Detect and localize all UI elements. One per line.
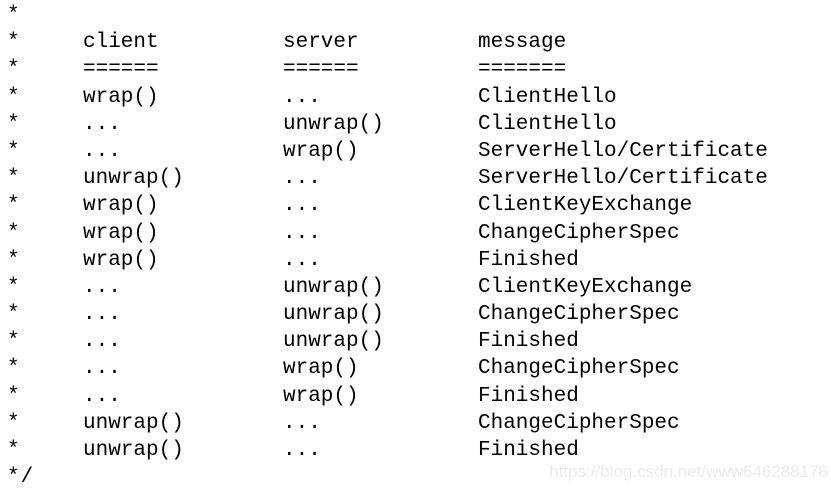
- column-header-message: message: [478, 31, 567, 55]
- client-cell: unwrap(): [83, 411, 184, 435]
- server-cell: wrap(): [283, 357, 359, 381]
- server-cell: wrap(): [283, 139, 359, 163]
- comment-asterisk: *: [7, 275, 20, 299]
- message-cell: Finished: [478, 330, 579, 354]
- comment-asterisk: *: [7, 357, 20, 381]
- client-cell: ...: [83, 303, 121, 327]
- client-cell: wrap(): [83, 85, 159, 109]
- comment-asterisk: *: [7, 194, 20, 218]
- comment-asterisk: *: [7, 411, 20, 435]
- server-cell: ...: [283, 221, 321, 245]
- table-rows: * wrap() ... ClientHello * ... unwrap() …: [7, 84, 768, 465]
- server-cell: wrap(): [283, 384, 359, 408]
- message-cell: ChangeCipherSpec: [478, 221, 680, 245]
- server-cell: ...: [283, 411, 321, 435]
- server-cell: ...: [283, 194, 321, 218]
- client-cell: wrap(): [83, 248, 159, 272]
- separator-message: =======: [478, 58, 567, 82]
- comment-asterisk: *: [7, 139, 20, 163]
- message-cell: Finished: [478, 384, 579, 408]
- client-cell: ...: [83, 330, 121, 354]
- client-cell: wrap(): [83, 194, 159, 218]
- table-row: * ... unwrap() ChangeCipherSpec: [7, 301, 768, 328]
- comment-asterisk: *: [7, 439, 20, 462]
- comment-end-delimiter: */: [7, 466, 35, 490]
- server-cell: ...: [283, 439, 321, 462]
- server-cell: unwrap(): [283, 112, 384, 136]
- client-cell: ...: [83, 112, 121, 136]
- comment-asterisk: *: [7, 58, 20, 82]
- table-separator-row: * ====== ====== =======: [7, 56, 768, 83]
- comment-line-blank: *: [7, 2, 768, 29]
- message-cell: ChangeCipherSpec: [478, 411, 680, 435]
- table-row: * ... wrap() ChangeCipherSpec: [7, 355, 768, 382]
- client-cell: wrap(): [83, 221, 159, 245]
- message-cell: Finished: [478, 248, 579, 272]
- table-row: * unwrap() ... Finished: [7, 437, 768, 464]
- table-row: * ... wrap() ServerHello/Certificate: [7, 138, 768, 165]
- comment-asterisk: *: [7, 85, 20, 109]
- comment-asterisk: *: [7, 221, 20, 245]
- table-row: * wrap() ... ClientHello: [7, 84, 768, 111]
- comment-asterisk: *: [7, 112, 20, 136]
- message-cell: ClientHello: [478, 85, 617, 109]
- server-cell: unwrap(): [283, 330, 384, 354]
- column-header-client: client: [83, 31, 159, 55]
- table-row: * ... unwrap() Finished: [7, 328, 768, 355]
- table-row: * wrap() ... ChangeCipherSpec: [7, 220, 768, 247]
- table-row: * wrap() ... ClientKeyExchange: [7, 192, 768, 219]
- table-row: * ... unwrap() ClientHello: [7, 111, 768, 138]
- message-cell: ChangeCipherSpec: [478, 303, 680, 327]
- client-cell: ...: [83, 384, 121, 408]
- comment-asterisk: *: [7, 384, 20, 408]
- separator-client: ======: [83, 58, 159, 82]
- comment-asterisk: *: [7, 248, 20, 272]
- client-cell: ...: [83, 357, 121, 381]
- message-cell: ServerHello/Certificate: [478, 139, 768, 163]
- client-cell: unwrap(): [83, 439, 184, 462]
- message-cell: ClientKeyExchange: [478, 275, 693, 299]
- server-cell: ...: [283, 85, 321, 109]
- message-cell: ChangeCipherSpec: [478, 357, 680, 381]
- message-cell: Finished: [478, 439, 579, 462]
- comment-asterisk: *: [7, 167, 20, 191]
- table-row: * wrap() ... Finished: [7, 247, 768, 274]
- message-cell: ServerHello/Certificate: [478, 167, 768, 191]
- server-cell: unwrap(): [283, 303, 384, 327]
- javadoc-comment-block: * * client server message * ====== =====…: [7, 2, 768, 491]
- table-row: * unwrap() ... ChangeCipherSpec: [7, 410, 768, 437]
- table-header-row: * client server message: [7, 29, 768, 56]
- client-cell: unwrap(): [83, 167, 184, 191]
- column-header-server: server: [283, 31, 359, 55]
- comment-asterisk: *: [7, 330, 20, 354]
- comment-asterisk: *: [7, 4, 20, 27]
- table-row: * ... unwrap() ClientKeyExchange: [7, 274, 768, 301]
- table-row: * ... wrap() Finished: [7, 383, 768, 410]
- watermark: https://blog.csdn.net/www646288178: [549, 462, 828, 481]
- comment-asterisk: *: [7, 31, 20, 55]
- message-cell: ClientKeyExchange: [478, 194, 693, 218]
- comment-asterisk: *: [7, 303, 20, 327]
- separator-server: ======: [283, 58, 359, 82]
- client-cell: ...: [83, 139, 121, 163]
- server-cell: ...: [283, 248, 321, 272]
- message-cell: ClientHello: [478, 112, 617, 136]
- server-cell: unwrap(): [283, 275, 384, 299]
- client-cell: ...: [83, 275, 121, 299]
- comment-end-line: */: [7, 464, 768, 491]
- table-row: * unwrap() ... ServerHello/Certificate: [7, 165, 768, 192]
- server-cell: ...: [283, 167, 321, 191]
